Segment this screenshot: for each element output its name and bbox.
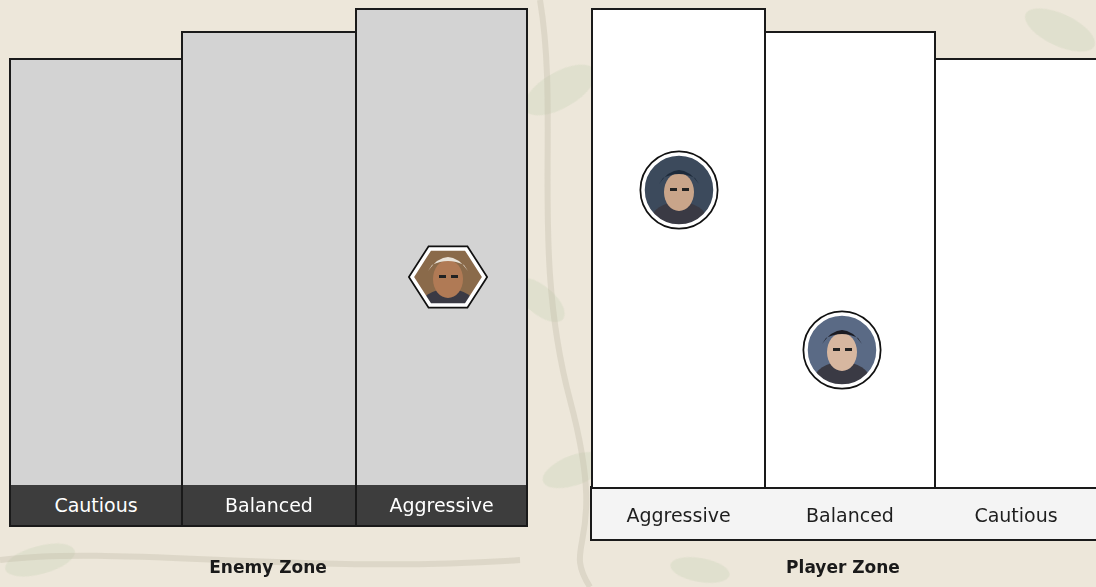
stance-label-bar: Cautious <box>934 489 1096 540</box>
zone-title: Player Zone <box>786 557 900 577</box>
column-panel <box>764 31 936 489</box>
player-stance-column: Cautious <box>934 58 1096 540</box>
stance-label: Aggressive <box>389 494 493 516</box>
branch-pattern <box>0 0 590 587</box>
player-stance-column: Aggressive <box>591 8 766 540</box>
stance-label: Cautious <box>974 504 1057 526</box>
enemy-stance-column: Aggressive <box>355 8 528 527</box>
player-stance-column: Balanced <box>764 31 936 540</box>
column-panel <box>934 58 1096 489</box>
stance-label: Cautious <box>54 494 137 516</box>
player-token <box>591 8 592 9</box>
stance-label-bar: Aggressive <box>357 485 526 525</box>
enemy-token <box>357 10 358 11</box>
enemy-stance-column: Cautious <box>9 58 183 527</box>
enemy-stance-column: Balanced <box>181 31 357 527</box>
stance-label-bar: Balanced <box>183 485 355 525</box>
stance-label-bar: Cautious <box>11 485 181 525</box>
stance-label-bar: Balanced <box>764 489 936 540</box>
stance-label: Balanced <box>225 494 313 516</box>
stance-label-bar: Aggressive <box>591 489 766 540</box>
player-label-bar <box>591 487 1096 540</box>
stance-label: Aggressive <box>626 504 730 526</box>
player-token <box>764 31 765 32</box>
column-panel <box>591 8 766 489</box>
zone-title: Enemy Zone <box>209 557 327 577</box>
stance-label: Balanced <box>806 504 894 526</box>
